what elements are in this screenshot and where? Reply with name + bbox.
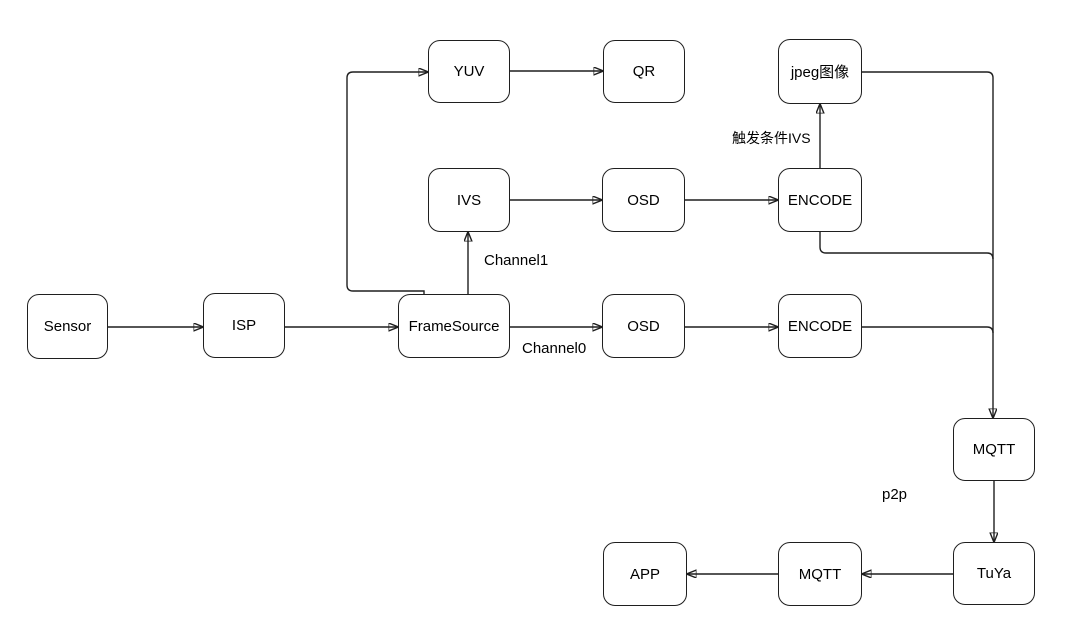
edge-encode-channel1-join [819, 232, 994, 260]
node-sensor: Sensor [27, 294, 108, 359]
node-jpeg-image: jpeg图像 [778, 39, 862, 104]
edge-jpeg-mqtt-trunk [862, 71, 993, 418]
edge-label-channel0: Channel0 [522, 340, 587, 357]
edge-label-channel1: Channel1 [484, 252, 549, 269]
edge-label-trigger-condition: 触发条件IVS [732, 130, 811, 146]
node-encode-channel1: ENCODE [778, 168, 862, 232]
node-yuv: YUV [428, 40, 510, 103]
edge-encode-channel0-join [862, 326, 994, 334]
edge-framesource-yuv-elbow [346, 72, 428, 294]
node-mqtt-app: MQTT [778, 542, 862, 606]
node-tuya: TuYa [953, 542, 1035, 605]
edge-label-p2p: p2p [882, 486, 908, 503]
node-ivs: IVS [428, 168, 510, 232]
node-mqtt-cloud: MQTT [953, 418, 1035, 481]
node-app: APP [603, 542, 687, 606]
node-osd-channel1: OSD [602, 168, 685, 232]
node-encode-channel0: ENCODE [778, 294, 862, 358]
node-isp: ISP [203, 293, 285, 358]
node-qr: QR [603, 40, 685, 103]
node-framesource: FrameSource [398, 294, 510, 358]
node-osd-channel0: OSD [602, 294, 685, 358]
